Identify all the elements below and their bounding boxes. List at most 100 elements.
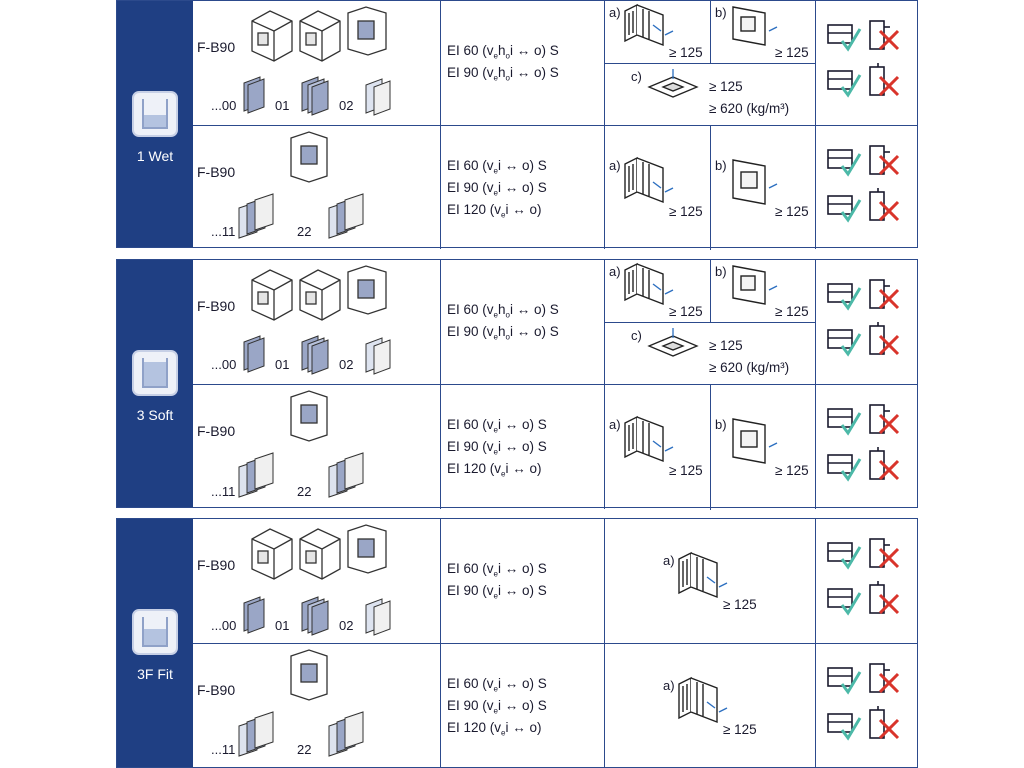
- classification-cell: EI 60 (vei ↔ o) S EI 90 (vei ↔ o) S EI 1…: [440, 644, 604, 768]
- variant-00: ...00: [211, 98, 237, 113]
- class-line: EI 60 (vehoi ↔ o) S: [447, 43, 559, 61]
- grille-front-icon: [251, 265, 387, 321]
- soft-label: 3 Soft: [136, 407, 174, 423]
- soft-box-icon: [132, 350, 178, 396]
- variant-02: 02: [339, 98, 354, 113]
- variant-11: ...11: [211, 742, 236, 757]
- wall-install-icon: [624, 415, 674, 463]
- product-cell: F-B90 ...11 22: [193, 644, 440, 768]
- install-a-value: ≥ 125: [669, 463, 703, 478]
- install-a-value: ≥ 125: [723, 722, 757, 737]
- installation-cell: a) ≥ 125 b) ≥ 125: [604, 385, 815, 510]
- install-b-value: ≥ 125: [775, 204, 809, 219]
- ceiling-install-icon: [732, 6, 778, 46]
- suitability-cell: [815, 385, 917, 509]
- product-cell: F-B90 ...11 22: [193, 385, 440, 509]
- variant-01: 01: [275, 98, 290, 113]
- suitability-cell: [815, 644, 917, 768]
- variant-01: 01: [275, 618, 290, 633]
- install-b-letter: b): [715, 5, 727, 20]
- installation-cell: a) ≥ 125 b) ≥ 125 c) ≥ 125 ≥ 620 (kg/m³): [604, 1, 816, 125]
- install-c-letter: c): [631, 328, 642, 343]
- suitability-cell: [815, 519, 917, 643]
- ceiling-install-icon: [732, 265, 778, 305]
- table-row: F-B90 ...11 22 EI 60 (vei ↔ o) S EI 90 (…: [193, 384, 917, 510]
- install-c-density: ≥ 620 (kg/m³): [709, 101, 790, 116]
- install-b-value: ≥ 125: [775, 304, 809, 319]
- wall-install-icon: [678, 676, 728, 724]
- grille-variants-icon: [243, 76, 391, 116]
- product-cell: F-B90 ...11 22: [193, 126, 440, 249]
- grille-front-icon: [251, 6, 387, 62]
- install-a-value: ≥ 125: [723, 597, 757, 612]
- install-c-value: ≥ 125: [709, 338, 743, 353]
- variant-02: 02: [339, 357, 354, 372]
- class-line: EI 60 (vei ↔ o) S: [447, 158, 547, 176]
- suitability-icons: [827, 404, 900, 482]
- class-line: EI 90 (vehoi ↔ o) S: [447, 65, 559, 83]
- wall-install-icon: [624, 262, 674, 306]
- fit-sidebar: 3F Fit: [117, 519, 193, 767]
- table-row: F-B90 ...11 22 EI 60 (vei ↔ o) S EI 90 (…: [193, 125, 917, 250]
- install-a-letter: a): [609, 417, 621, 432]
- wet-sidebar: 1 Wet: [117, 1, 193, 247]
- variant-00: ...00: [211, 618, 237, 633]
- product-cell: F-B90 ...00 01 02: [193, 260, 440, 384]
- install-a-value: ≥ 125: [669, 45, 703, 60]
- wall-install-icon: [624, 3, 674, 47]
- table-row: F-B90 ...00 01 02: [193, 260, 917, 384]
- install-b-value: ≥ 125: [775, 45, 809, 60]
- variant-11: ...11: [211, 484, 236, 499]
- floor-install-icon: [647, 69, 699, 98]
- install-c-density: ≥ 620 (kg/m³): [709, 360, 790, 375]
- install-c-value: ≥ 125: [709, 79, 743, 94]
- soft-sidebar: 3 Soft: [117, 260, 193, 507]
- install-b-letter: b): [715, 417, 727, 432]
- soft-block: 3 Soft F-B90 ...00 01 02: [116, 259, 918, 510]
- installation-cell: a) ≥ 125: [604, 644, 815, 768]
- install-a-letter: a): [663, 678, 675, 693]
- fit-label: 3F Fit: [137, 666, 173, 682]
- class-line: EI 120 (vei ↔ o): [447, 202, 542, 220]
- grille-variants-icon: [238, 193, 364, 239]
- wall-install-icon: [624, 156, 674, 204]
- product-name: F-B90: [197, 557, 236, 573]
- classification-cell: EI 60 (vei ↔ o) S EI 90 (vei ↔ o) S EI 1…: [440, 126, 604, 249]
- variant-00: ...00: [211, 357, 237, 372]
- grille-variants-icon: [243, 335, 391, 375]
- installation-cell: a) ≥ 125: [604, 519, 815, 643]
- product-name: F-B90: [197, 164, 236, 180]
- suitability-icons: [827, 663, 900, 741]
- floor-install-icon: [647, 328, 699, 357]
- installation-cell: a) ≥ 125 b) ≥ 125: [604, 126, 815, 250]
- product-name: F-B90: [197, 39, 236, 55]
- class-line: EI 60 (vei ↔ o) S: [447, 417, 547, 435]
- suitability-icons: [827, 538, 900, 616]
- suitability-icons: [827, 279, 900, 357]
- variant-01: 01: [275, 357, 290, 372]
- grille-variants-icon: [238, 452, 364, 498]
- grille-variants-icon: [238, 711, 364, 757]
- install-b-value: ≥ 125: [775, 463, 809, 478]
- ceiling-install-icon: [732, 418, 778, 464]
- classification-cell: EI 60 (vehoi ↔ o) S EI 90 (vehoi ↔ o) S: [440, 260, 604, 384]
- class-line: EI 120 (vei ↔ o): [447, 461, 542, 479]
- class-line: EI 60 (vei ↔ o) S: [447, 561, 547, 579]
- classification-cell: EI 60 (vei ↔ o) S EI 90 (vei ↔ o) S EI 1…: [440, 385, 604, 509]
- class-line: EI 90 (vei ↔ o) S: [447, 180, 547, 198]
- table-row: F-B90 ...00 01 02: [193, 1, 917, 125]
- product-cell: F-B90 ...00 01 02: [193, 1, 440, 125]
- suitability-cell: [815, 1, 917, 125]
- classification-cell: EI 60 (vehoi ↔ o) S EI 90 (vehoi ↔ o) S: [440, 1, 604, 125]
- suitability-cell: [815, 260, 917, 384]
- variant-22: 22: [297, 742, 312, 757]
- grille-front-icon: [251, 524, 387, 580]
- classification-cell: EI 60 (vei ↔ o) S EI 90 (vei ↔ o) S: [440, 519, 604, 643]
- install-b-letter: b): [715, 264, 727, 279]
- variant-02: 02: [339, 618, 354, 633]
- class-line: EI 60 (vei ↔ o) S: [447, 676, 547, 694]
- grille-front-icon: [290, 390, 328, 442]
- grille-front-icon: [290, 131, 328, 183]
- install-c-letter: c): [631, 69, 642, 84]
- wall-install-icon: [678, 551, 728, 599]
